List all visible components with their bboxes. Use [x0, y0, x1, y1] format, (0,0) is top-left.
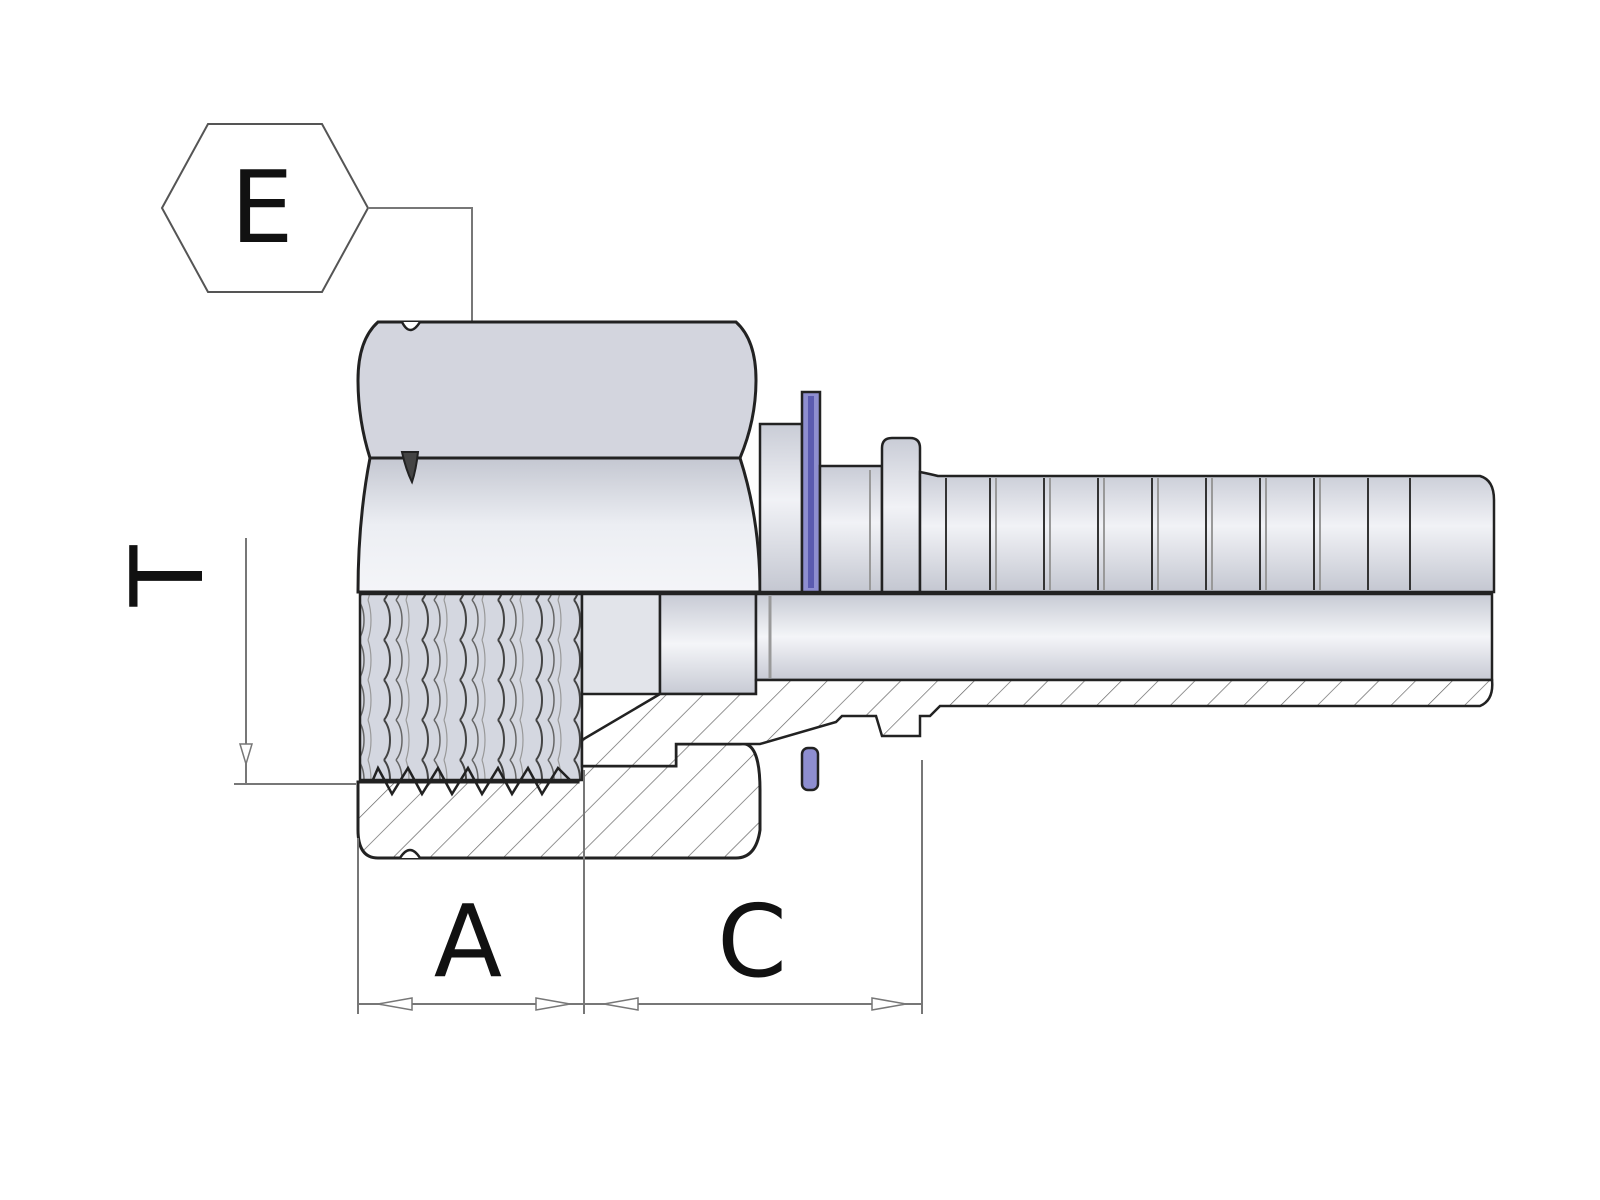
hex-size-callout: E: [160, 123, 477, 366]
stem-section-body: [580, 678, 1494, 768]
stem-section: [580, 678, 1494, 792]
nut-lower-face: [356, 456, 762, 594]
t-arrow-icon: [238, 743, 254, 767]
c-arrow-left-icon: [603, 997, 639, 1011]
stem-collar: [758, 422, 804, 594]
nut-top-face: [356, 320, 758, 460]
bore: [580, 592, 1494, 696]
o-ring-section: [800, 746, 820, 792]
o-ring-highlight: [808, 396, 814, 588]
length-a-label: A: [434, 883, 502, 1000]
thread-crests: [370, 765, 573, 797]
hose-barbs: [945, 478, 1411, 590]
dimension-t: T: [109, 538, 356, 785]
hex-leader-line: [368, 207, 473, 360]
bore-tube: [754, 592, 1494, 682]
dimension-c: C: [584, 760, 923, 1014]
internal-thread: [358, 592, 584, 797]
a-arrow-right-icon: [535, 997, 571, 1011]
stem-neck: [818, 464, 884, 594]
nut-notch-top: [400, 321, 422, 332]
a-arrow-left-icon: [377, 997, 413, 1011]
hex-size-label: E: [230, 149, 293, 266]
c-arrow-right-icon: [871, 997, 907, 1011]
seat-cone: [580, 592, 662, 696]
thread-region: [358, 592, 584, 782]
nut-notch-mid: [400, 451, 420, 485]
thread-label: T: [109, 545, 226, 608]
hex-nut: [356, 320, 762, 860]
stem-shoulder: [880, 436, 922, 594]
length-c-label: C: [717, 883, 787, 1000]
stem-upper: [758, 390, 1496, 594]
seat-inner: [658, 592, 758, 696]
nut-notch-bottom: [398, 848, 422, 859]
dimension-a: A: [357, 770, 585, 1014]
